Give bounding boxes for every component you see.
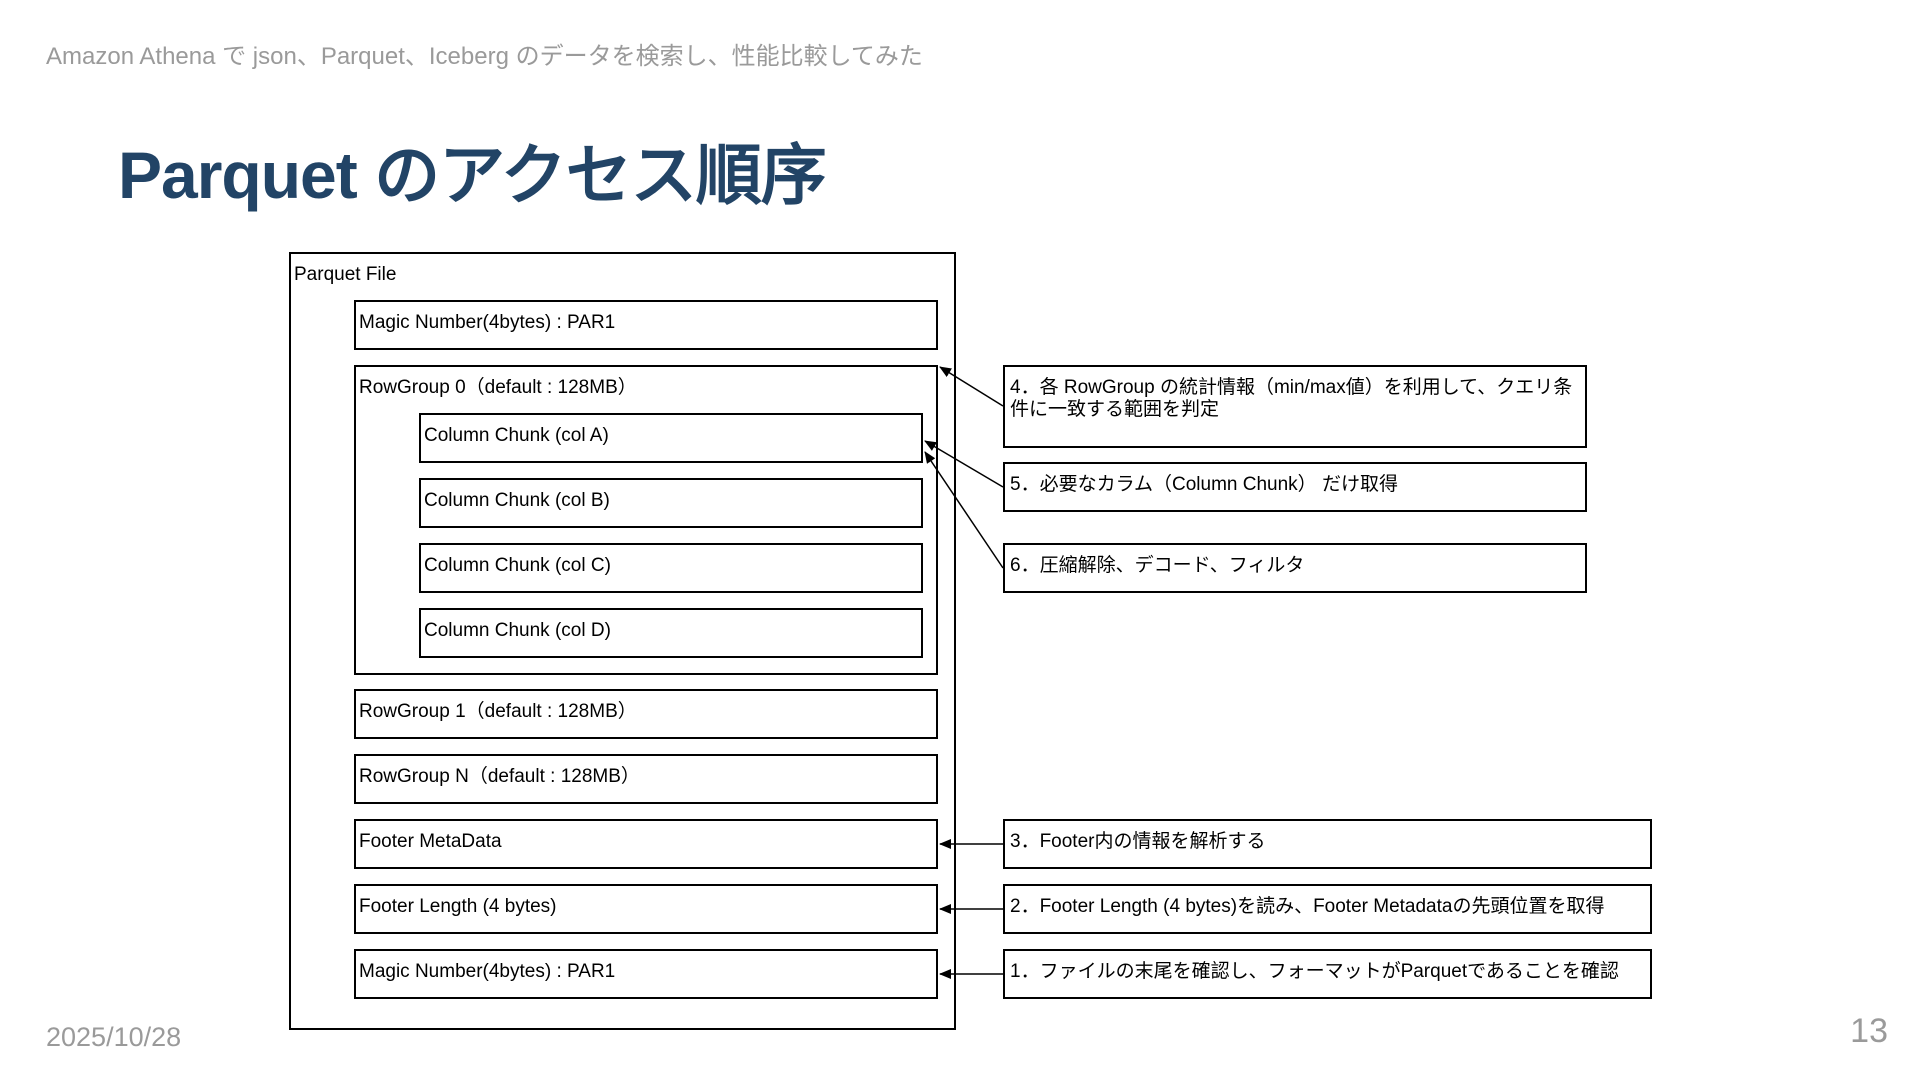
- column-chunk-a-label: Column Chunk (col A): [424, 425, 609, 446]
- step-6-note: 6．圧縮解除、デコード、フィルタ: [1003, 543, 1587, 593]
- footer-length-box: Footer Length (4 bytes): [354, 884, 938, 934]
- column-chunk-b-label: Column Chunk (col B): [424, 490, 610, 511]
- magic-number-bottom-box: Magic Number(4bytes) : PAR1: [354, 949, 938, 999]
- column-chunk-a-box: Column Chunk (col A): [419, 413, 923, 463]
- page-title: Parquet のアクセス順序: [118, 138, 827, 212]
- rowgroup-n-label: RowGroup N（default : 128MB）: [359, 766, 640, 787]
- footer-metadata-label: Footer MetaData: [359, 831, 502, 852]
- magic-number-bottom-label: Magic Number(4bytes) : PAR1: [359, 961, 616, 982]
- step-4-text: 4．各 RowGroup の統計情報（min/max値）を利用して、クエリ条件に…: [1010, 377, 1573, 420]
- magic-number-top-box: Magic Number(4bytes) : PAR1: [354, 300, 938, 350]
- footer-metadata-box: Footer MetaData: [354, 819, 938, 869]
- footer-length-label: Footer Length (4 bytes): [359, 896, 557, 917]
- page-number: 13: [1850, 1012, 1888, 1050]
- step-3-note: 3．Footer内の情報を解析する: [1003, 819, 1652, 869]
- step-5-note: 5．必要なカラム（Column Chunk） だけ取得: [1003, 462, 1587, 512]
- column-chunk-c-box: Column Chunk (col C): [419, 543, 923, 593]
- step-1-note: 1．ファイルの末尾を確認し、フォーマットがParquetであることを確認: [1003, 949, 1652, 999]
- column-chunk-d-label: Column Chunk (col D): [424, 620, 611, 641]
- step-2-note: 2．Footer Length (4 bytes)を読み、Footer Meta…: [1003, 884, 1652, 934]
- magic-number-top-label: Magic Number(4bytes) : PAR1: [359, 312, 616, 333]
- column-chunk-d-box: Column Chunk (col D): [419, 608, 923, 658]
- step-2-text: 2．Footer Length (4 bytes)を読み、Footer Meta…: [1010, 896, 1605, 917]
- deck-title: Amazon Athena で json、Parquet、Iceberg のデー…: [46, 43, 923, 70]
- step-4-note: 4．各 RowGroup の統計情報（min/max値）を利用して、クエリ条件に…: [1003, 365, 1587, 448]
- column-chunk-b-box: Column Chunk (col B): [419, 478, 923, 528]
- rowgroup-0-label: RowGroup 0（default : 128MB）: [359, 377, 637, 398]
- rowgroup-1-label: RowGroup 1（default : 128MB）: [359, 701, 637, 722]
- rowgroup-n-box: RowGroup N（default : 128MB）: [354, 754, 938, 804]
- rowgroup-1-box: RowGroup 1（default : 128MB）: [354, 689, 938, 739]
- parquet-file-label: Parquet File: [294, 264, 397, 285]
- footer-date: 2025/10/28: [46, 1022, 182, 1052]
- step-3-text: 3．Footer内の情報を解析する: [1010, 831, 1266, 852]
- column-chunk-c-label: Column Chunk (col C): [424, 555, 611, 576]
- step-6-text: 6．圧縮解除、デコード、フィルタ: [1010, 555, 1305, 576]
- step-5-text: 5．必要なカラム（Column Chunk） だけ取得: [1010, 474, 1398, 495]
- step-1-text: 1．ファイルの末尾を確認し、フォーマットがParquetであることを確認: [1010, 961, 1619, 982]
